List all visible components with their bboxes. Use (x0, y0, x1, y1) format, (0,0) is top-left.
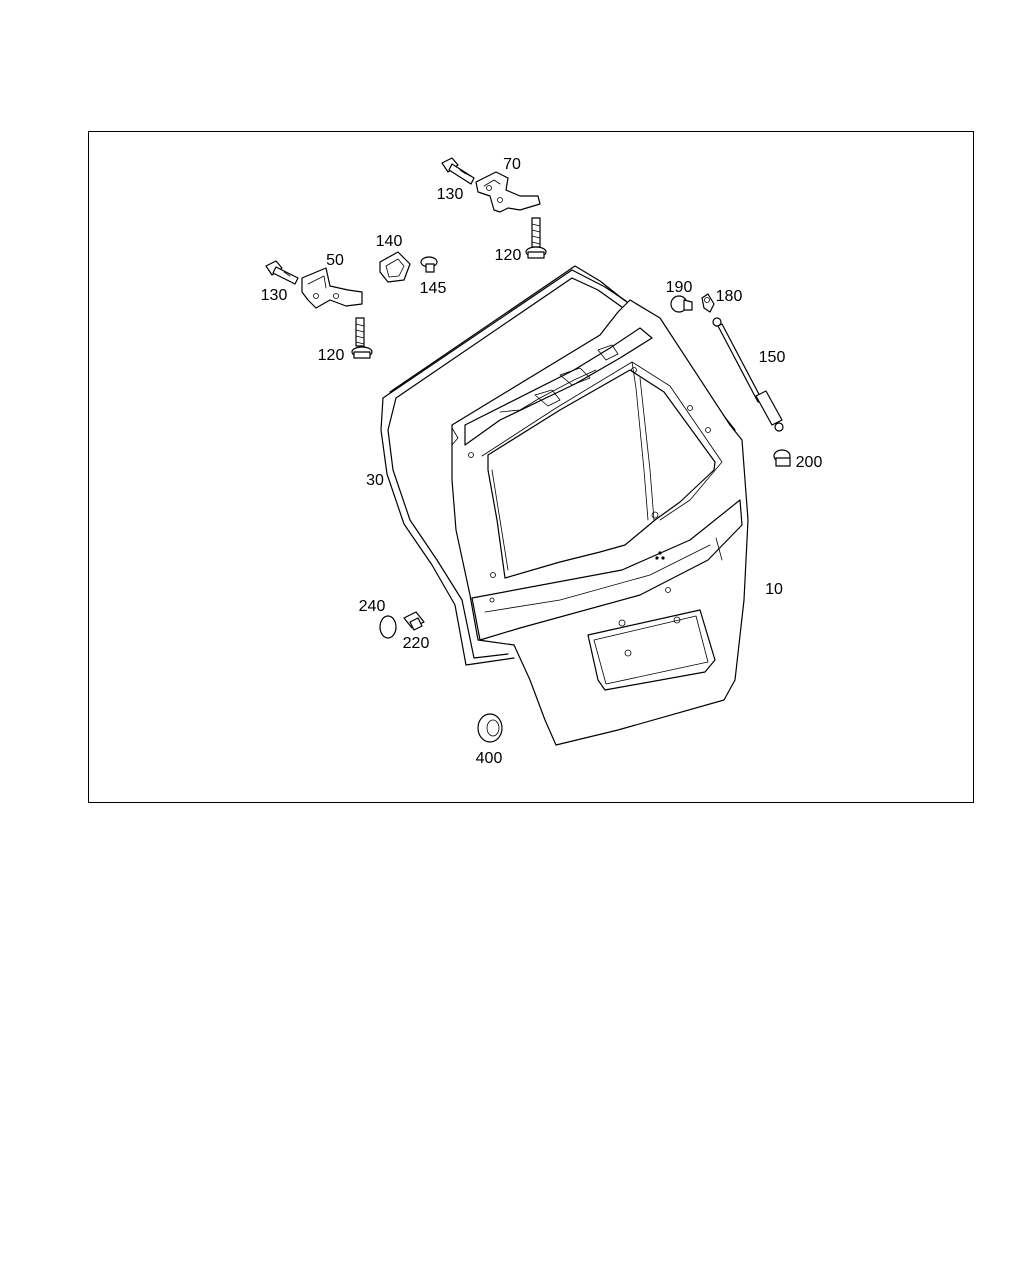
callout-400[interactable]: 400 (476, 750, 503, 767)
callout-190[interactable]: 190 (666, 279, 693, 296)
part-140-bracket[interactable] (379, 251, 411, 283)
callout-180[interactable]: 180 (716, 288, 743, 305)
part-10-tailgate[interactable] (451, 299, 749, 746)
callout-10[interactable]: 10 (765, 581, 783, 598)
callout-120-top[interactable]: 120 (495, 247, 522, 264)
diagram-frame (88, 131, 974, 803)
callout-145[interactable]: 145 (420, 280, 447, 297)
part-180-ball-stud[interactable] (701, 293, 715, 313)
part-200-ball-stud[interactable] (773, 449, 791, 467)
part-150-gas-strut[interactable] (712, 317, 784, 432)
callout-50[interactable]: 50 (326, 252, 344, 269)
part-130-bolt-left[interactable] (265, 260, 299, 285)
part-220-bolt[interactable] (403, 611, 425, 631)
part-240-cap[interactable] (379, 615, 397, 639)
part-190-clip[interactable] (670, 295, 693, 313)
part-400-plug[interactable] (477, 713, 503, 743)
callout-120-left[interactable]: 120 (318, 347, 345, 364)
part-120-screw-left[interactable] (351, 317, 373, 359)
part-50-hinge-lower[interactable] (301, 267, 363, 309)
callout-130-left[interactable]: 130 (261, 287, 288, 304)
callout-150[interactable]: 150 (759, 349, 786, 366)
callout-130-top[interactable]: 130 (437, 186, 464, 203)
callout-220[interactable]: 220 (403, 635, 430, 652)
callout-200[interactable]: 200 (796, 454, 823, 471)
part-120-screw-top[interactable] (525, 217, 547, 259)
callout-70[interactable]: 70 (503, 156, 521, 173)
part-30-seal[interactable] (380, 265, 736, 666)
callout-140[interactable]: 140 (376, 233, 403, 250)
part-70-hinge-upper[interactable] (475, 171, 541, 213)
callout-240[interactable]: 240 (359, 598, 386, 615)
callout-30[interactable]: 30 (366, 472, 384, 489)
part-130-bolt-top[interactable] (441, 157, 475, 185)
part-145-screw[interactable] (420, 256, 438, 273)
